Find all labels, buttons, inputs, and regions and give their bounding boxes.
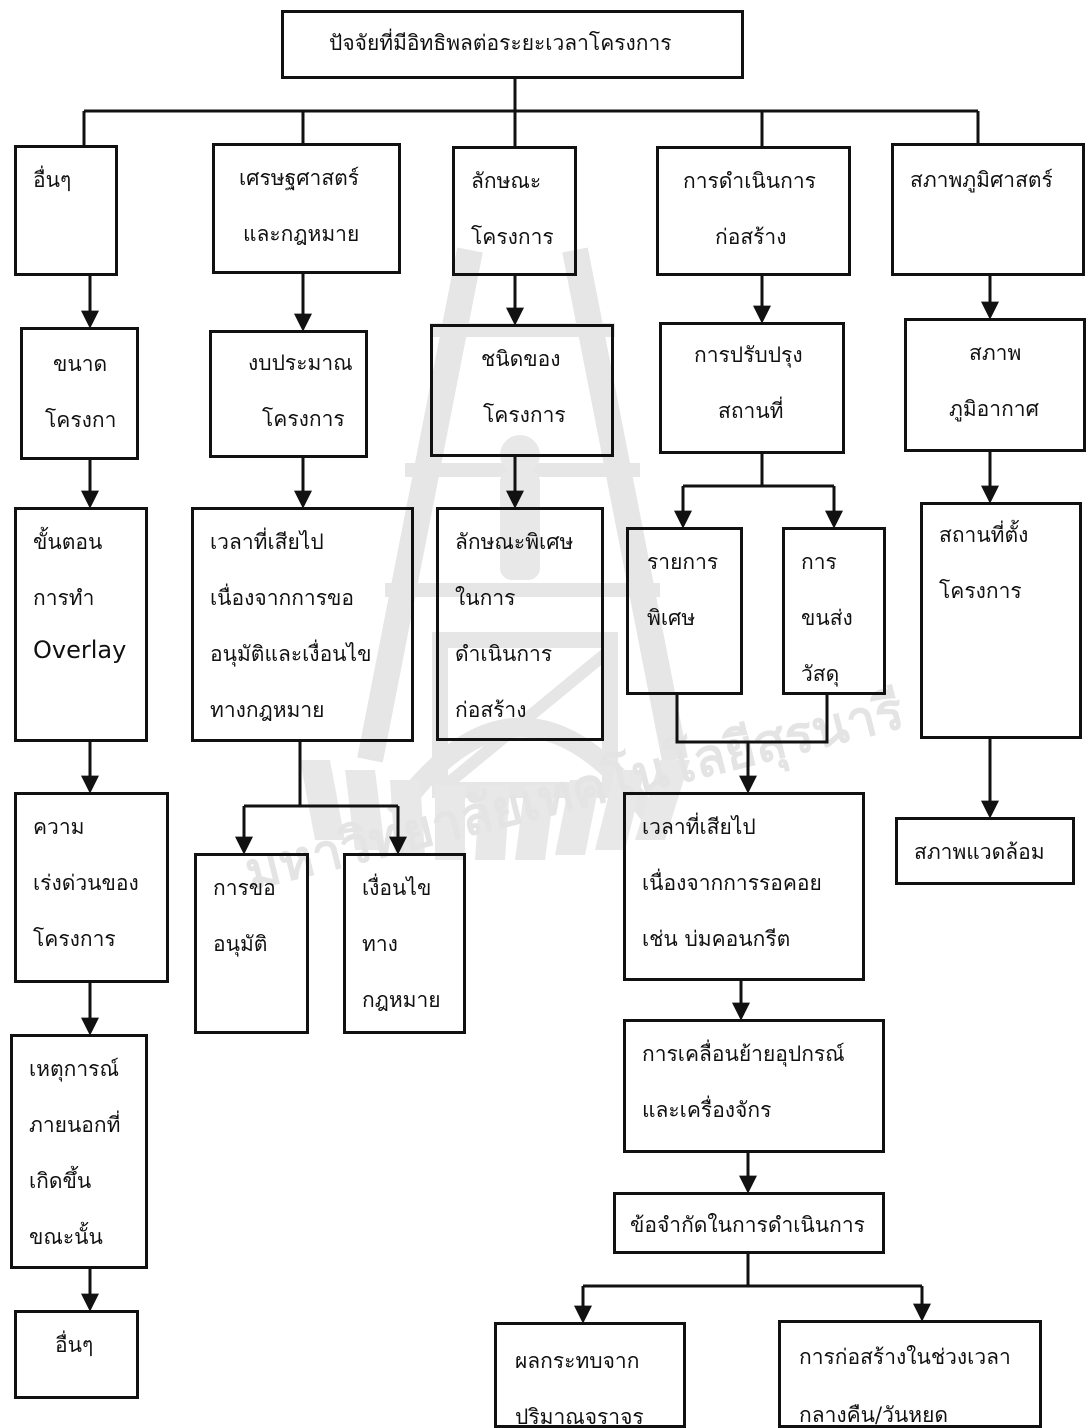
events-line-4: ขณะนั้น (29, 1225, 103, 1249)
urgency-line-2: เร่งด่วนของ (33, 871, 139, 895)
special-items-line-1: รายการ (647, 550, 719, 574)
special-features-line-4: ก่อสร้าง (455, 698, 527, 722)
equipment-move-line-2: และเครื่องจักร (642, 1098, 772, 1122)
special-features-line-1: ลักษณะพิเศษ (455, 530, 574, 554)
site-improvement-box: การปรับปรุง สถานที่ (659, 322, 845, 454)
climate-line-2: ภูมิอากาศ (949, 397, 1039, 421)
traffic-impact-box: ผลกระทบจาก ปริมาณจราจร (494, 1322, 686, 1428)
climate-box: สภาพ ภูมิอากาศ (904, 318, 1086, 452)
site-improvement-line-1: การปรับปรุง (694, 343, 803, 367)
size-line-1: ขนาด (53, 352, 108, 376)
special-features-box: ลักษณะพิเศษ ในการ ดำเนินการ ก่อสร้าง (436, 507, 604, 741)
overlay-line-1: ขั้นตอน (33, 530, 103, 554)
site-improvement-line-2: สถานที่ (718, 399, 784, 423)
size-line-2: โครงกา (45, 408, 117, 432)
size-box: ขนาด โครงกา (20, 327, 139, 460)
location-line-2: โครงการ (939, 579, 1022, 603)
waiting-time-line-2: เนื่องจากการรอคอย (642, 871, 822, 895)
approval-line-2: อนุมัติ (213, 932, 268, 956)
other-end-label: อื่นๆ (55, 1333, 94, 1357)
climate-line-1: สภาพ (969, 341, 1022, 365)
approval-box: การขอ อนุมัติ (194, 853, 309, 1034)
night-construction-line-1: การก่อสร้างในช่วงเวลา (799, 1345, 1011, 1369)
waiting-time-line-1: เวลาที่เสียไป (642, 815, 756, 839)
project-type-box: ชนิดของ โครงการ (430, 324, 614, 457)
events-line-1: เหตุการณ์ (29, 1057, 119, 1081)
events-box: เหตุการณ์ ภายนอกที่ เกิดขึ้น ขณะนั้น (10, 1034, 148, 1269)
transport-line-1: การ (801, 550, 837, 574)
night-construction-line-2: กลางคืน/วันหยด (799, 1403, 949, 1427)
root-label: ปัจจัยที่มีอิทธิพลต่อระยะเวลาโครงการ (329, 31, 672, 55)
category-other-box: อื่นๆ (14, 145, 118, 276)
budget-line-1: งบประมาณ (248, 351, 353, 375)
special-features-line-3: ดำเนินการ (455, 642, 553, 666)
environment-label: สภาพแวดล้อม (914, 840, 1045, 864)
special-features-line-2: ในการ (455, 586, 516, 610)
time-lost-approval-box: เวลาที่เสียไป เนื่องจากการขอ อนุมัติและเ… (191, 507, 414, 742)
urgency-line-3: โครงการ (33, 927, 116, 951)
overlay-box: ขั้นตอน การทำ Overlay (14, 507, 148, 742)
time-lost-line-3: อนุมัติและเงื่อนไข (210, 642, 372, 666)
events-line-2: ภายนอกที่ (29, 1113, 121, 1137)
category-other-label: อื่นๆ (33, 168, 72, 192)
equipment-move-box: การเคลื่อนย้ายอุปกรณ์ และเครื่องจักร (623, 1019, 885, 1153)
conditions-line-1: เงื่อนไข (362, 876, 432, 900)
category-economics-line-2: และกฎหมาย (243, 222, 360, 246)
category-nature-line-1: ลักษณะ (471, 169, 542, 193)
category-construction-line-1: การดำเนินการ (683, 169, 816, 193)
overlay-line-3: Overlay (33, 636, 127, 664)
night-construction-box: การก่อสร้างในช่วงเวลา กลางคืน/วันหยด (778, 1320, 1042, 1428)
conditions-line-2: ทาง (362, 932, 398, 956)
special-items-box: รายการ พิเศษ (626, 527, 743, 695)
category-nature-line-2: โครงการ (471, 225, 554, 249)
project-type-line-1: ชนิดของ (481, 347, 561, 371)
budget-line-2: โครงการ (262, 407, 345, 431)
category-geography-label: สภาพภูมิศาสตร์ (910, 168, 1053, 192)
category-economics-box: เศรษฐศาสตร์ และกฎหมาย (212, 143, 401, 274)
time-lost-line-2: เนื่องจากการขอ (210, 586, 354, 610)
category-nature-box: ลักษณะ โครงการ (452, 146, 577, 276)
time-lost-line-1: เวลาที่เสียไป (210, 530, 324, 554)
transport-line-3: วัสดุ (801, 662, 840, 686)
root-box: ปัจจัยที่มีอิทธิพลต่อระยะเวลาโครงการ (281, 10, 744, 79)
line-merge-items-transport (675, 693, 829, 744)
category-economics-line-1: เศรษฐศาสตร์ (239, 166, 360, 190)
urgency-box: ความ เร่งด่วนของ โครงการ (14, 792, 169, 983)
overlay-line-2: การทำ (33, 586, 95, 610)
other-end-box: อื่นๆ (14, 1310, 139, 1399)
transport-line-2: ขนส่ง (801, 606, 853, 630)
waiting-time-line-3: เช่น บ่มคอนกรีต (642, 927, 791, 951)
location-line-1: สถานที่ตั้ง (939, 523, 1029, 547)
budget-box: งบประมาณ โครงการ (209, 330, 368, 458)
equipment-move-line-1: การเคลื่อนย้ายอุปกรณ์ (642, 1042, 845, 1066)
category-geography-box: สภาพภูมิศาสตร์ (891, 143, 1085, 276)
operation-limits-label: ข้อจำกัดในการดำเนินการ (630, 1213, 865, 1237)
environment-box: สภาพแวดล้อม (895, 817, 1075, 885)
events-line-3: เกิดขึ้น (29, 1169, 92, 1193)
special-items-line-2: พิเศษ (647, 606, 696, 630)
operation-limits-box: ข้อจำกัดในการดำเนินการ (613, 1192, 885, 1254)
conditions-line-3: กฎหมาย (362, 988, 441, 1012)
location-box: สถานที่ตั้ง โครงการ (920, 502, 1082, 739)
approval-line-1: การขอ (213, 876, 276, 900)
project-type-line-2: โครงการ (483, 403, 566, 427)
conditions-box: เงื่อนไข ทาง กฎหมาย (343, 853, 466, 1034)
traffic-impact-line-1: ผลกระทบจาก (515, 1349, 640, 1373)
time-lost-line-4: ทางกฎหมาย (210, 698, 325, 722)
traffic-impact-line-2: ปริมาณจราจร (515, 1405, 644, 1428)
waiting-time-box: เวลาที่เสียไป เนื่องจากการรอคอย เช่น บ่ม… (623, 792, 865, 981)
transport-box: การ ขนส่ง วัสดุ (782, 527, 886, 695)
urgency-line-1: ความ (33, 815, 85, 839)
category-construction-line-2: ก่อสร้าง (715, 225, 787, 249)
category-construction-box: การดำเนินการ ก่อสร้าง (656, 146, 851, 276)
